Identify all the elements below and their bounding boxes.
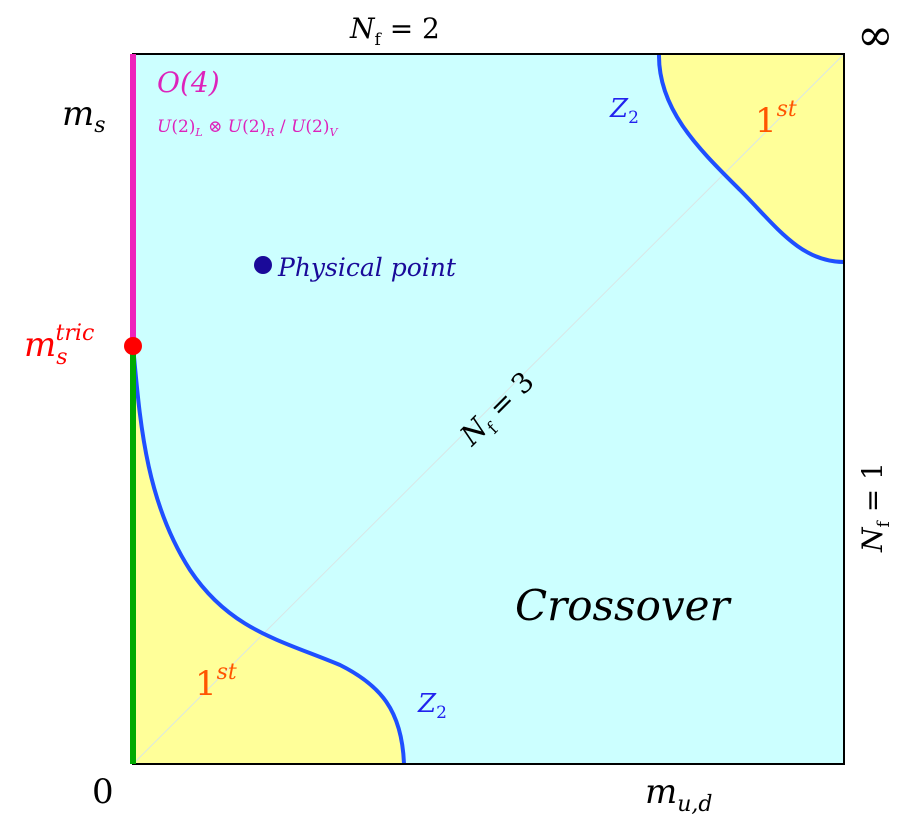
first-order-region-bottom [133,346,404,764]
o4-label: O(4) [157,66,220,99]
first-order-top-label: 1st [755,97,797,141]
nf3-diagonal-line [132,53,845,765]
crossover-label: Crossover [515,581,732,630]
physical-point-label: Physical point [277,253,457,282]
ms-axis-label: ms [62,94,106,138]
first-order-region-top [658,54,844,262]
origin-label: 0 [92,772,114,812]
first-order-bottom-label: 1st [195,660,237,704]
symmetry-label: U(2)L ⊗ U(2)R / U(2)V [157,117,338,139]
tricritical-point [124,337,142,355]
z2-critical-line-top [656,53,845,264]
infinity-label: ∞ [857,10,894,61]
physical-point-marker [254,256,272,274]
z2-top-label: Z2 [609,94,639,128]
mud-axis-label: mu,d [645,772,713,817]
nf1-label: Nf = 1 [856,462,894,553]
nf2-label: Nf = 2 [349,12,440,50]
z2-bottom-label: Z2 [417,689,447,723]
z2-critical-line-bottom [131,345,406,765]
ms-tric-label: mstric [24,321,94,370]
